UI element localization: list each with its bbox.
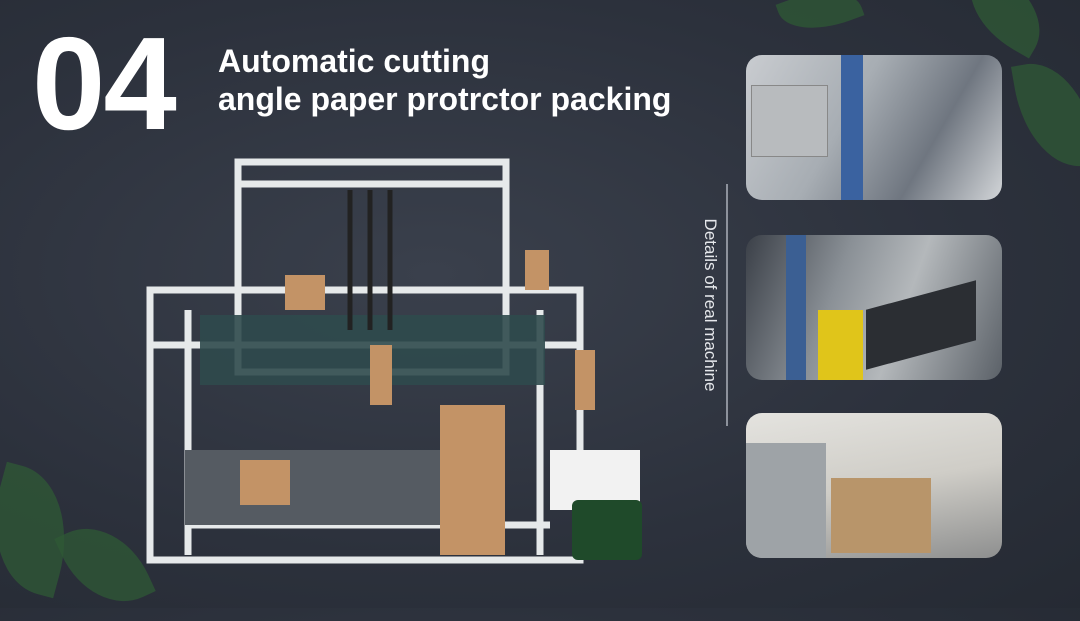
- title-line-1: Automatic cutting: [218, 43, 490, 79]
- section-number: 04: [32, 10, 177, 157]
- plant-leaf-decoration: [775, 0, 865, 43]
- photo-detail: [746, 443, 826, 558]
- photo-detail: [866, 280, 976, 370]
- real-machine-photo-2: [746, 235, 1002, 380]
- real-machine-photo-3: [746, 413, 1002, 558]
- photo-detail: [751, 85, 828, 157]
- photo-detail: [841, 55, 863, 200]
- side-label: Details of real machine: [701, 218, 720, 392]
- plant-leaf-decoration: [1010, 54, 1080, 176]
- machine-illustration: [146, 158, 642, 564]
- divider-line: [726, 184, 728, 426]
- plant-leaf-decoration: [951, 0, 1059, 59]
- photo-detail: [786, 235, 806, 380]
- photo-detail: [831, 478, 931, 553]
- slide-title: Automatic cutting angle paper protrctor …: [218, 42, 671, 118]
- real-machine-photo-1: [746, 55, 1002, 200]
- photo-detail: [818, 310, 863, 380]
- title-line-2: angle paper protrctor packing: [218, 81, 672, 117]
